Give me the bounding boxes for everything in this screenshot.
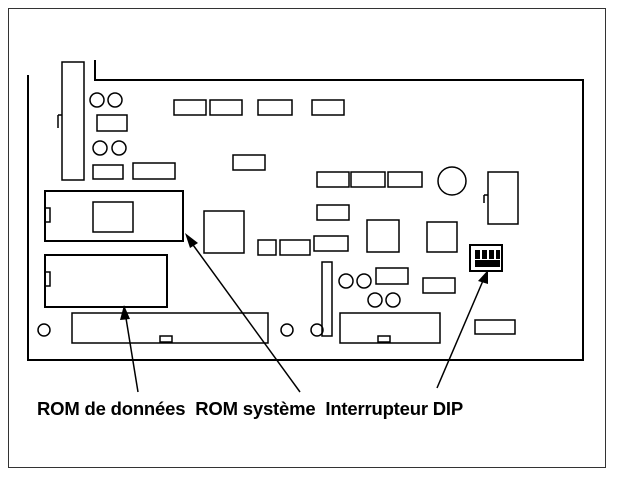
small-ic bbox=[350, 171, 386, 188]
small-ic bbox=[257, 239, 277, 256]
capacitor bbox=[385, 292, 401, 308]
small-ic bbox=[132, 162, 176, 180]
dip-switch bbox=[469, 244, 503, 272]
capacitor bbox=[92, 140, 108, 156]
data-rom-arrowhead bbox=[120, 305, 130, 320]
capacitor bbox=[356, 273, 372, 289]
bottom-connector bbox=[339, 312, 441, 344]
capacitor bbox=[89, 92, 105, 108]
small-ic bbox=[313, 235, 349, 252]
small-ic bbox=[96, 114, 128, 132]
bottom-connector bbox=[71, 312, 269, 344]
square-chip bbox=[426, 221, 458, 253]
dip-switch-arrowhead bbox=[478, 270, 488, 284]
data-rom-label: ROM de données bbox=[37, 398, 186, 419]
square-chip bbox=[203, 210, 245, 254]
connector-block bbox=[487, 171, 519, 225]
capacitor bbox=[107, 92, 123, 108]
vertical-strip bbox=[321, 261, 333, 337]
small-ic bbox=[311, 99, 345, 116]
dip-switch-pointer bbox=[436, 275, 486, 389]
small-ic bbox=[257, 99, 293, 116]
small-ic bbox=[92, 164, 124, 180]
small-ic bbox=[316, 204, 350, 221]
system-rom-label: ROM système bbox=[195, 398, 316, 419]
small-ic bbox=[316, 171, 350, 188]
small-ic bbox=[232, 154, 266, 171]
capacitor bbox=[367, 292, 383, 308]
capacitor bbox=[111, 140, 127, 156]
mounting-hole bbox=[37, 323, 51, 337]
capacitor bbox=[338, 273, 354, 289]
system-rom-arrowhead bbox=[185, 233, 198, 248]
small-ic bbox=[279, 239, 311, 256]
system-rom-chip bbox=[44, 190, 184, 242]
system-rom-pointer bbox=[187, 237, 301, 393]
small-ic bbox=[375, 267, 409, 285]
edge-connector bbox=[61, 61, 85, 181]
board-outline bbox=[27, 60, 584, 361]
small-ic bbox=[387, 171, 423, 188]
battery bbox=[437, 166, 467, 196]
data-rom-chip bbox=[44, 254, 168, 308]
mounting-hole bbox=[280, 323, 294, 337]
small-ic bbox=[422, 277, 456, 294]
figure-frame bbox=[8, 8, 606, 468]
bottom-connector bbox=[474, 319, 516, 335]
mounting-hole bbox=[310, 323, 324, 337]
square-chip bbox=[366, 219, 400, 253]
small-ic bbox=[209, 99, 243, 116]
data-rom-pointer bbox=[124, 311, 139, 393]
figure-caption: ROM de données ROM système Interrupteur … bbox=[37, 398, 597, 420]
small-ic bbox=[173, 99, 207, 116]
system-rom-window bbox=[92, 201, 134, 233]
dip-switch-label: Interrupteur DIP bbox=[325, 398, 463, 419]
